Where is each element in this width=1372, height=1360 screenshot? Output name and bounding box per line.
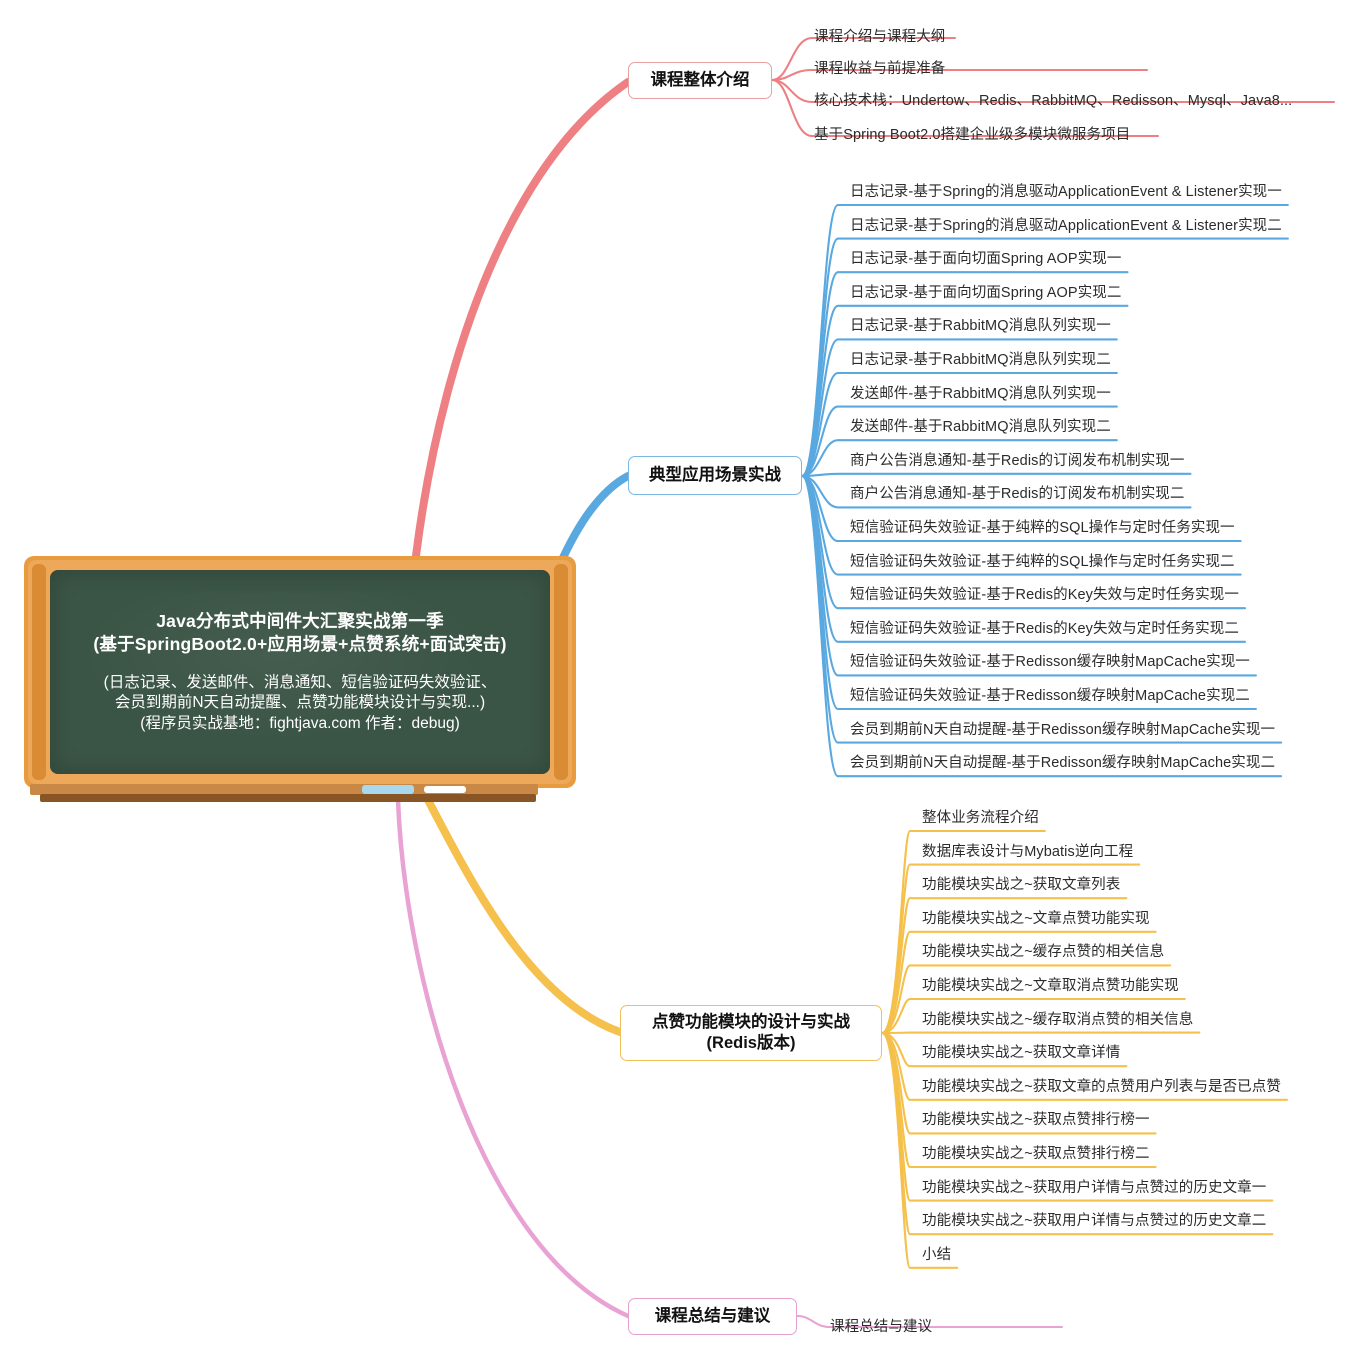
leaf-item[interactable]: 短信验证码失效验证-基于Redisson缓存映射MapCache实现二 bbox=[850, 688, 1250, 704]
branch-node-like-module[interactable]: 点赞功能模块的设计与实战 (Redis版本) bbox=[620, 1005, 882, 1061]
leaf-item[interactable]: 功能模块实战之~获取用户详情与点赞过的历史文章一 bbox=[922, 1179, 1267, 1196]
leaf-item[interactable]: 功能模块实战之~获取用户详情与点赞过的历史文章二 bbox=[922, 1213, 1267, 1230]
leaf-item[interactable]: 功能模块实战之~文章点赞功能实现 bbox=[922, 910, 1150, 927]
leaf-item[interactable]: 功能模块实战之~缓存点赞的相关信息 bbox=[922, 944, 1165, 961]
central-title-line1: Java分布式中间件大汇聚实战第一季 bbox=[156, 610, 444, 631]
leaf-item[interactable]: 短信验证码失效验证-基于Redis的Key失效与定时任务实现一 bbox=[850, 587, 1239, 604]
leaf-item[interactable]: 发送邮件-基于RabbitMQ消息队列实现一 bbox=[850, 385, 1111, 402]
central-sub-line2: 会员到期前N天自动提醒、点赞功能模块设计与实现...) bbox=[114, 694, 486, 712]
central-title-line2: (基于SpringBoot2.0+应用场景+点赞系统+面试突击) bbox=[93, 633, 507, 654]
leaf-item[interactable]: 功能模块实战之~获取点赞排行榜一 bbox=[922, 1112, 1150, 1129]
leaf-item[interactable]: 功能模块实战之~获取点赞排行榜二 bbox=[922, 1146, 1150, 1162]
leaf-item[interactable]: 功能模块实战之~获取文章详情 bbox=[922, 1045, 1121, 1062]
leaf-item[interactable]: 商户公告消息通知-基于Redis的订阅发布机制实现一 bbox=[850, 452, 1185, 469]
white-chalk-icon bbox=[424, 786, 466, 793]
branch-node-label: 课程总结与建议 bbox=[654, 1306, 771, 1325]
branch-node-course-summary[interactable]: 课程总结与建议 bbox=[628, 1298, 797, 1335]
branch-node-label-line1: 点赞功能模块的设计与实战 bbox=[652, 1012, 850, 1031]
leaf-item[interactable]: 课程总结与建议 bbox=[830, 1319, 933, 1335]
leaf-item[interactable]: 日志记录-基于Spring的消息驱动ApplicationEvent & Lis… bbox=[850, 217, 1282, 234]
leaf-item[interactable]: 短信验证码失效验证-基于Redis的Key失效与定时任务实现二 bbox=[850, 620, 1239, 637]
branch-node-typical-scenarios[interactable]: 典型应用场景实战 bbox=[628, 456, 802, 495]
branch-node-label-line2: (Redis版本) bbox=[706, 1034, 796, 1052]
leaf-item[interactable]: 功能模块实战之~缓存取消点赞的相关信息 bbox=[922, 1011, 1194, 1028]
chalk-tray bbox=[30, 784, 538, 795]
branch-node-label: 课程整体介绍 bbox=[650, 70, 750, 89]
leaf-item[interactable]: 功能模块实战之~文章取消点赞功能实现 bbox=[922, 978, 1179, 994]
leaf-item[interactable]: 功能模块实战之~获取文章列表 bbox=[922, 877, 1121, 894]
leaf-item[interactable]: 功能模块实战之~获取文章的点赞用户列表与是否已点赞 bbox=[922, 1078, 1281, 1095]
leaf-item[interactable]: 课程介绍与课程大纲 bbox=[814, 29, 946, 45]
blue-chalk-icon bbox=[362, 785, 414, 794]
leaf-item[interactable]: 基于Spring Boot2.0搭建企业级多模块微服务项目 bbox=[814, 127, 1131, 143]
leaf-item[interactable]: 数据库表设计与Mybatis逆向工程 bbox=[922, 843, 1134, 860]
leaf-item[interactable]: 日志记录-基于RabbitMQ消息队列实现一 bbox=[850, 318, 1111, 335]
leaf-item[interactable]: 整体业务流程介绍 bbox=[922, 810, 1039, 826]
central-sub-line1: (日志记录、发送邮件、消息通知、短信验证码失效验证、 bbox=[103, 673, 497, 691]
central-topic-blackboard[interactable]: Java分布式中间件大汇聚实战第一季 (基于SpringBoot2.0+应用场景… bbox=[24, 556, 576, 804]
leaf-item[interactable]: 短信验证码失效验证-基于纯粹的SQL操作与定时任务实现二 bbox=[850, 553, 1235, 570]
leaf-item[interactable]: 小结 bbox=[922, 1246, 952, 1263]
leaf-item[interactable]: 商户公告消息通知-基于Redis的订阅发布机制实现二 bbox=[850, 486, 1185, 503]
branch-node-label: 典型应用场景实战 bbox=[649, 465, 781, 484]
leaf-item[interactable]: 日志记录-基于Spring的消息驱动ApplicationEvent & Lis… bbox=[850, 184, 1282, 200]
leaf-item[interactable]: 日志记录-基于面向切面Spring AOP实现一 bbox=[850, 251, 1122, 268]
leaf-item[interactable]: 发送邮件-基于RabbitMQ消息队列实现二 bbox=[850, 419, 1111, 436]
leaf-item[interactable]: 短信验证码失效验证-基于纯粹的SQL操作与定时任务实现一 bbox=[850, 520, 1235, 536]
chalk-tray-shadow bbox=[40, 794, 536, 802]
branch-node-course-intro[interactable]: 课程整体介绍 bbox=[628, 62, 772, 99]
leaf-item[interactable]: 短信验证码失效验证-基于Redisson缓存映射MapCache实现一 bbox=[850, 654, 1250, 671]
leaf-item[interactable]: 课程收益与前提准备 bbox=[814, 61, 946, 77]
leaf-item[interactable]: 日志记录-基于RabbitMQ消息队列实现二 bbox=[850, 352, 1111, 368]
leaf-item[interactable]: 会员到期前N天自动提醒-基于Redisson缓存映射MapCache实现二 bbox=[850, 755, 1276, 772]
leaf-item[interactable]: 会员到期前N天自动提醒-基于Redisson缓存映射MapCache实现一 bbox=[850, 721, 1276, 738]
central-topic-text: Java分布式中间件大汇聚实战第一季 (基于SpringBoot2.0+应用场景… bbox=[50, 570, 550, 774]
leaf-item[interactable]: 日志记录-基于面向切面Spring AOP实现二 bbox=[850, 284, 1122, 301]
blackboard-surface bbox=[50, 570, 550, 774]
central-sub-line3: (程序员实战基地：fightjava.com 作者：debug) bbox=[140, 714, 460, 732]
leaf-item[interactable]: 核心技术栈：Undertow、Redis、RabbitMQ、Redisson、M… bbox=[814, 93, 1293, 109]
